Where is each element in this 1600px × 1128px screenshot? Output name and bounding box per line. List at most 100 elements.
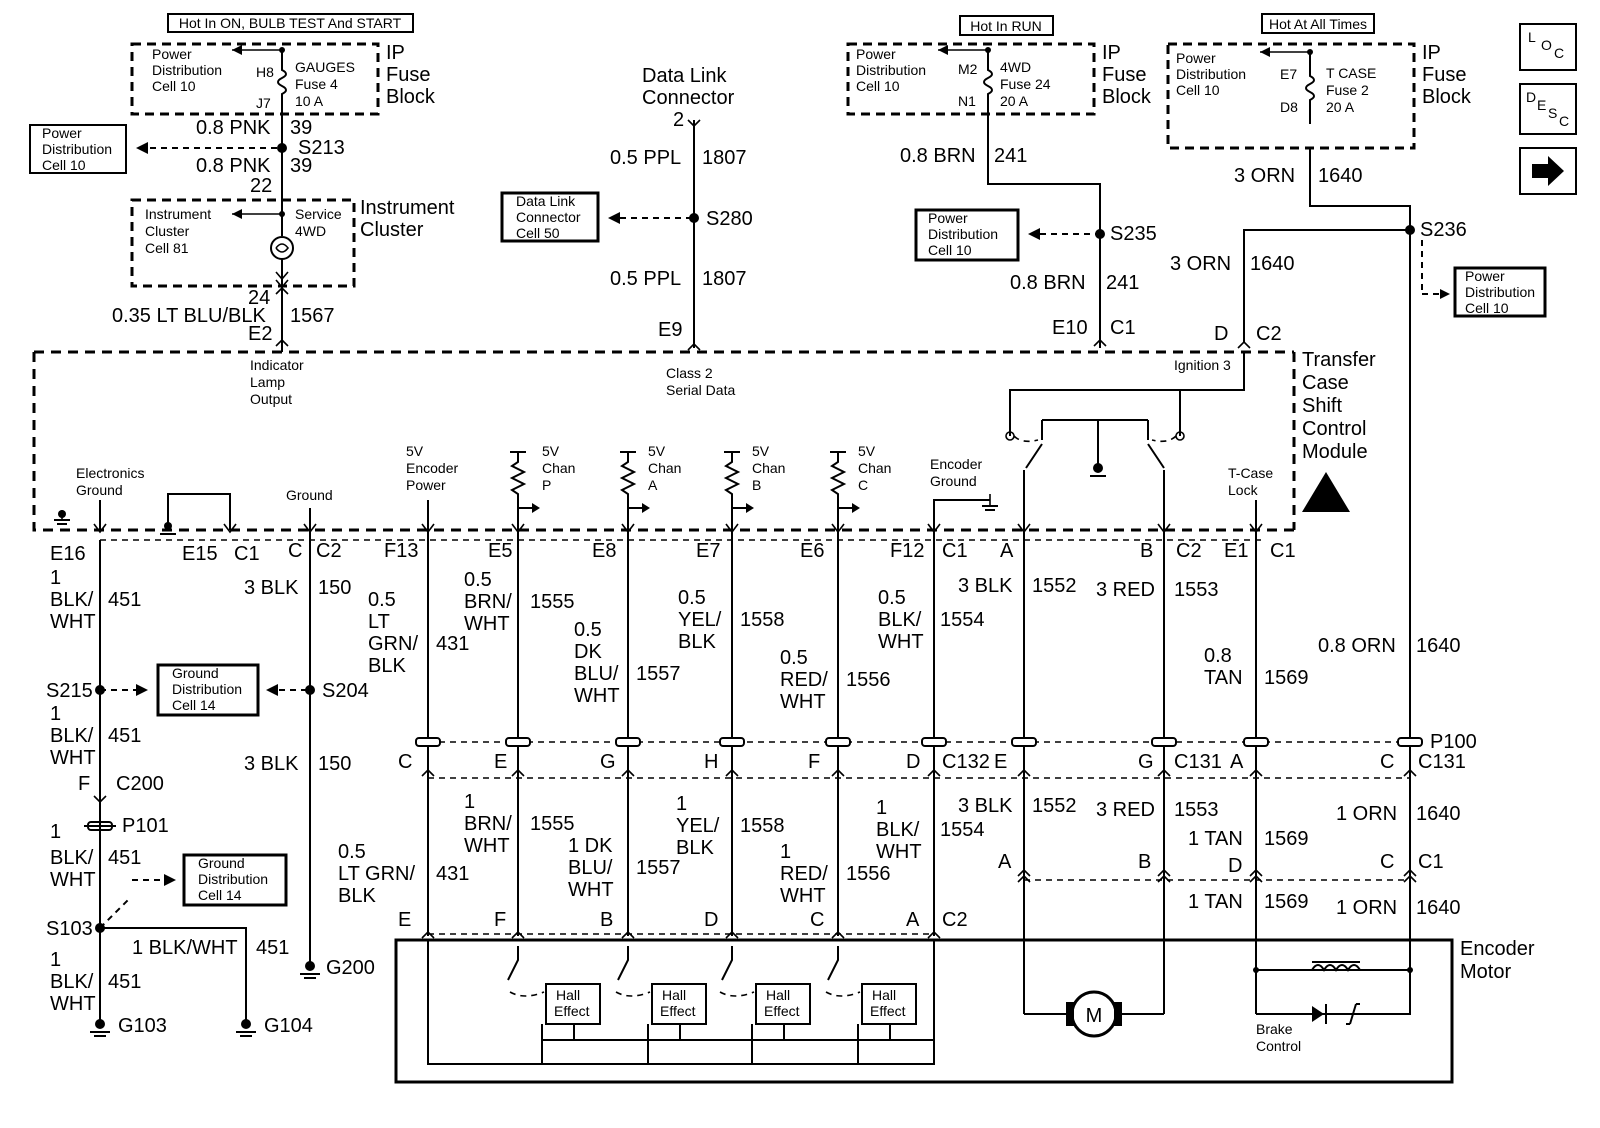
svg-text:Hall: Hall [766,987,790,1003]
svg-text:451: 451 [108,725,141,747]
svg-text:Fuse: Fuse [386,64,430,86]
svg-text:A: A [1230,751,1244,773]
svg-text:5V: 5V [752,443,770,459]
fuse-tcase: Power Distribution Cell 10 E7 T CASE Fus… [1166,42,1416,150]
svg-text:0.8 ORN: 0.8 ORN [1318,635,1396,657]
svg-text:39: 39 [290,117,312,139]
svg-text:GAUGES: GAUGES [295,59,355,75]
ground-distribution-ref-s215[interactable]: Ground Distribution Cell 14 [156,663,260,717]
power-distribution-ref-left[interactable]: Power Distribution Cell 10 [29,124,127,174]
svg-text:BLK/: BLK/ [50,725,94,747]
svg-text:H8: H8 [256,64,274,80]
svg-text:M2: M2 [958,61,978,77]
svg-text:Hall: Hall [556,987,580,1003]
svg-text:C1: C1 [234,543,260,565]
svg-text:Fuse 4: Fuse 4 [295,76,338,92]
svg-text:Module: Module [1302,441,1368,463]
svg-text:C: C [1559,113,1569,129]
hall-effect-3: Hall Effect [719,946,811,1064]
svg-text:F12: F12 [890,540,924,562]
svg-text:E9: E9 [658,319,682,341]
svg-text:E6: E6 [800,540,824,562]
splice-s213: S213 [298,137,345,159]
svg-text:F: F [808,751,820,773]
svg-text:1807: 1807 [702,147,747,169]
svg-text:BLK: BLK [678,631,716,653]
svg-text:BRN/: BRN/ [464,591,512,613]
power-distribution-ref-s236[interactable]: Power Distribution Cell 10 [1453,266,1547,318]
svg-text:WHT: WHT [50,611,96,633]
svg-text:Encoder: Encoder [406,460,458,476]
svg-text:1554: 1554 [940,609,985,631]
hot-in-run-label: Hot In RUN [970,18,1042,34]
power-distribution-ref-s235[interactable]: Power Distribution Cell 10 [914,208,1020,262]
header-labels: Hot In ON, BULB TEST And START Hot In RU… [167,13,1375,36]
svg-text:20 A: 20 A [1326,99,1355,115]
svg-text:Ground: Ground [76,482,123,498]
splice-s280: S280 [706,208,753,230]
svg-text:E8: E8 [592,540,616,562]
splice-s103: S103 [46,918,93,940]
svg-text:1: 1 [50,567,61,589]
lamp-icon [270,236,294,260]
svg-text:G200: G200 [326,957,375,979]
svg-text:4WD: 4WD [1000,59,1031,75]
svg-text:0.5: 0.5 [878,587,906,609]
svg-text:1: 1 [780,841,791,863]
splice-s235: S235 [1110,223,1157,245]
svg-text:Indicator: Indicator [250,357,304,373]
svg-text:G: G [1138,751,1154,773]
svg-text:0.5 PPL: 0.5 PPL [610,147,681,169]
svg-text:IP: IP [386,42,405,64]
svg-text:241: 241 [1106,272,1139,294]
svg-text:10 A: 10 A [295,93,324,109]
svg-text:1556: 1556 [846,863,891,885]
svg-text:BLK: BLK [338,885,376,907]
svg-text:Ground: Ground [198,855,245,871]
svg-text:Cell 10: Cell 10 [1465,300,1509,316]
svg-text:E16: E16 [50,543,86,565]
svg-text:3 BLK: 3 BLK [958,575,1013,597]
svg-text:Service: Service [295,206,342,222]
esd-warning-icon [1302,472,1350,512]
instrument-cluster-label: Instrument Cluster [360,197,455,241]
connector-c2-row: E F B D C A C2 [398,909,968,939]
nav-desc-button[interactable]: D E S C [1519,83,1577,135]
svg-text:Chan: Chan [542,460,575,476]
svg-text:1640: 1640 [1318,165,1363,187]
svg-text:1: 1 [50,703,61,725]
svg-text:Block: Block [1102,86,1152,108]
svg-text:WHT: WHT [878,631,924,653]
svg-text:E7: E7 [1280,66,1297,82]
dlc-ref-box[interactable]: Data Link Connector Cell 50 [500,191,600,243]
nav-loc-button[interactable]: L O C [1519,23,1577,71]
svg-text:WHT: WHT [464,613,510,635]
svg-text:1640: 1640 [1416,897,1461,919]
svg-text:B: B [752,477,761,493]
vertical-wires [99,530,1411,1014]
svg-text:F: F [78,773,90,795]
svg-text:YEL/: YEL/ [676,815,720,837]
svg-text:Case: Case [1302,372,1349,394]
svg-text:YEL/: YEL/ [678,609,722,631]
svg-text:431: 431 [436,633,469,655]
svg-text:M: M [1086,1005,1103,1027]
ground-g200: G200 [300,957,375,979]
svg-text:451: 451 [108,589,141,611]
svg-text:C2: C2 [1256,323,1282,345]
svg-text:H: H [704,751,718,773]
ground-distribution-ref-s103[interactable]: Ground Distribution Cell 14 [182,853,288,907]
svg-text:D: D [906,751,920,773]
svg-text:Cell 10: Cell 10 [152,78,196,94]
svg-text:Chan: Chan [752,460,785,476]
svg-text:RED/: RED/ [780,669,828,691]
svg-text:C2: C2 [316,540,342,562]
nav-next-button[interactable] [1519,147,1577,195]
splice-s204: S204 [322,680,369,702]
svg-text:B: B [1140,540,1153,562]
svg-text:3 ORN: 3 ORN [1234,165,1295,187]
svg-text:C1: C1 [1270,540,1296,562]
svg-text:1569: 1569 [1264,891,1309,913]
svg-text:C1: C1 [942,540,968,562]
